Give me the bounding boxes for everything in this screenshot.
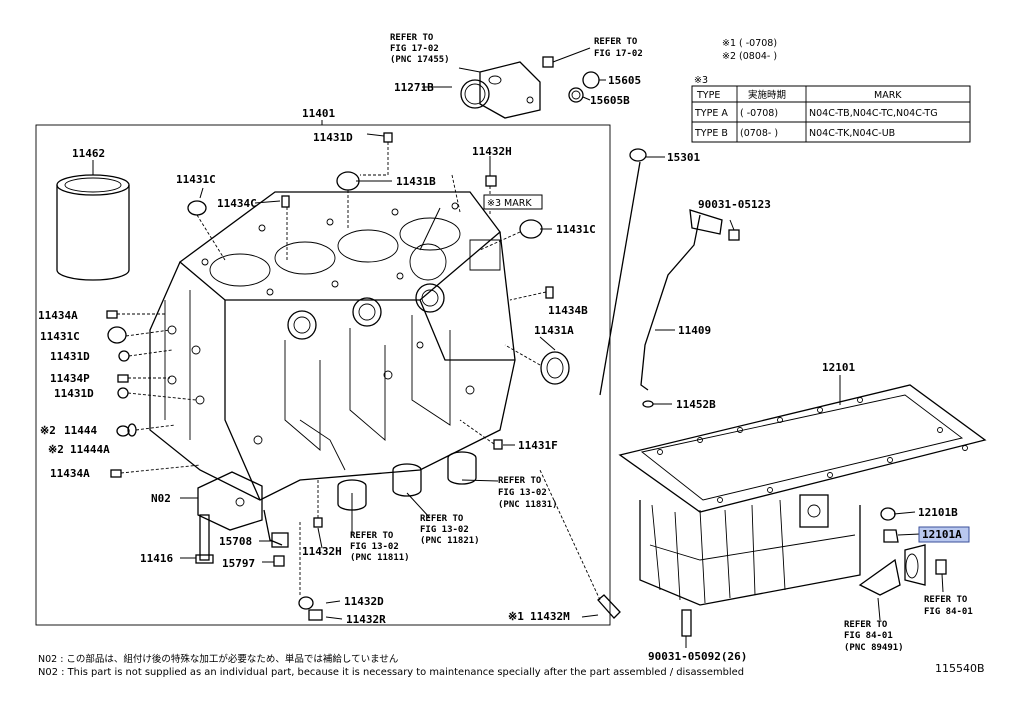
refer-4-line-3: (PNC 11821) bbox=[420, 536, 480, 546]
label-11431c-c: 11431C bbox=[40, 330, 80, 343]
mark-table-header-type: TYPE bbox=[696, 90, 720, 101]
mark-table-row-2-date: (0708- ) bbox=[740, 128, 778, 139]
footnote-japanese: N02 : この部品は、組付け後の特殊な加工が必要なため、単品では補給していませ… bbox=[38, 653, 398, 665]
label-11462: 11462 bbox=[72, 147, 105, 160]
figure-id: 115540B bbox=[935, 662, 985, 675]
legend-line-1: ※1 ( -0708) bbox=[722, 38, 777, 49]
refer-1-line-3: (PNC 17455) bbox=[390, 55, 450, 65]
label-11409: 11409 bbox=[678, 324, 711, 337]
label-11434p: 11434P bbox=[50, 372, 90, 385]
dipstick-drawing bbox=[599, 148, 740, 408]
refer-5-line-3: (PNC 11811) bbox=[350, 553, 410, 563]
label-15301: 15301 bbox=[667, 151, 700, 164]
refer-6-line-3: (PNC 89491) bbox=[844, 643, 904, 653]
label-11432r: 11432R bbox=[346, 613, 386, 626]
label-90031-05092: 90031-05092(26) bbox=[648, 650, 747, 663]
label-11434a-b: 11434A bbox=[50, 467, 90, 480]
refer-1-line-2: FIG 17-02 bbox=[390, 44, 439, 54]
refer-3-line-1: REFER TO bbox=[498, 476, 542, 486]
highlight-12101a bbox=[918, 526, 970, 543]
label-n02: N02 bbox=[151, 492, 171, 505]
label-3-mark: ※3 MARK bbox=[487, 198, 532, 209]
main-bearings-drawing bbox=[337, 451, 477, 511]
refer-4-line-2: FIG 13-02 bbox=[420, 525, 469, 535]
label-11432m: 11432M bbox=[530, 610, 570, 623]
cylinder-block-drawing bbox=[149, 191, 516, 501]
refer-1-line-1: REFER TO bbox=[390, 33, 434, 43]
refer-4-line-1: REFER TO bbox=[420, 514, 464, 524]
mark-table-row-1-type: TYPE A bbox=[694, 108, 728, 119]
mark-table-row-1-date: ( -0708) bbox=[740, 108, 778, 119]
label-11431a: 11431A bbox=[534, 324, 574, 337]
refer-6-line-2: FIG 84-01 bbox=[844, 631, 893, 641]
refer-3-line-3: (PNC 11831) bbox=[498, 500, 558, 510]
label-11431c-a: 11431C bbox=[176, 173, 216, 186]
label-11434b: 11434B bbox=[548, 304, 588, 317]
label-11431d-a: 11431D bbox=[50, 350, 90, 363]
label-11444: 11444 bbox=[64, 424, 97, 437]
mark-box bbox=[483, 194, 543, 210]
label-11271b: 11271B bbox=[394, 81, 434, 94]
mark-table-row-2-mark: N04C-TK,N04C-UB bbox=[809, 128, 895, 139]
mark-table-row-1-mark: N04C-TB,N04C-TC,N04C-TG bbox=[809, 108, 938, 119]
label-11444a: 11444A bbox=[70, 443, 110, 456]
oil-pan-drawing bbox=[618, 384, 987, 637]
mark-table-title: ※3 bbox=[694, 75, 708, 86]
refer-2-line-1: REFER TO bbox=[594, 37, 638, 47]
refer-7-line-2: FIG 84-01 bbox=[924, 607, 973, 617]
label-15797: 15797 bbox=[222, 557, 255, 570]
label-15708: 15708 bbox=[219, 535, 252, 548]
bearing-cap-drawing bbox=[195, 471, 289, 567]
legend-line-2: ※2 (0804- ) bbox=[722, 51, 777, 62]
label-12101: 12101 bbox=[822, 361, 855, 374]
refer-7-line-1: REFER TO bbox=[924, 595, 968, 605]
label-11432h-b: 11432H bbox=[302, 545, 342, 558]
refer-2-line-2: FIG 17-02 bbox=[594, 49, 643, 59]
label-12101b: 12101B bbox=[918, 506, 958, 519]
label-90031-05123: 90031-05123 bbox=[698, 198, 771, 211]
refer-3-line-2: FIG 13-02 bbox=[498, 488, 547, 498]
footnote-english: N02 : This part is not supplied as an in… bbox=[38, 667, 744, 678]
label-11432d: 11432D bbox=[344, 595, 384, 608]
label-11431d-top: 11431D bbox=[313, 131, 353, 144]
label-15605b: 15605B bbox=[590, 94, 630, 107]
refer-6-line-1: REFER TO bbox=[844, 620, 888, 630]
mark-1-prefix-11444: ※2 bbox=[40, 424, 56, 437]
mark-table: TYPE 実施時期 MARK TYPE A ( -0708) N04C-TB,N… bbox=[691, 85, 971, 143]
label-11431b: 11431B bbox=[396, 175, 436, 188]
label-11452b: 11452B bbox=[676, 398, 716, 411]
label-12101a: 12101A bbox=[922, 528, 962, 541]
label-11416: 11416 bbox=[140, 552, 173, 565]
mark-table-header-mark: MARK bbox=[874, 90, 902, 101]
cylinder-liner-drawing bbox=[56, 174, 130, 281]
refer-5-line-2: FIG 13-02 bbox=[350, 542, 399, 552]
label-11431f: 11431F bbox=[518, 439, 558, 452]
cylinder-block-assembly-box bbox=[35, 124, 611, 626]
refer-5-line-1: REFER TO bbox=[350, 531, 394, 541]
mark-table-row-2-type: TYPE B bbox=[694, 128, 728, 139]
label-11401: 11401 bbox=[302, 107, 335, 120]
mark-table-header-date: 実施時期 bbox=[748, 89, 786, 101]
label-11431d-b: 11431D bbox=[54, 387, 94, 400]
mark-2-prefix-11444a: ※2 bbox=[48, 443, 64, 456]
label-11434a-a: 11434A bbox=[38, 309, 78, 322]
label-11431c-b: 11431C bbox=[556, 223, 596, 236]
label-11434c: 11434C bbox=[217, 197, 257, 210]
label-15605: 15605 bbox=[608, 74, 641, 87]
pump-cover-drawing bbox=[460, 56, 600, 119]
mark-1-prefix-11432m: ※1 bbox=[508, 610, 524, 623]
label-11432h-top: 11432H bbox=[472, 145, 512, 158]
